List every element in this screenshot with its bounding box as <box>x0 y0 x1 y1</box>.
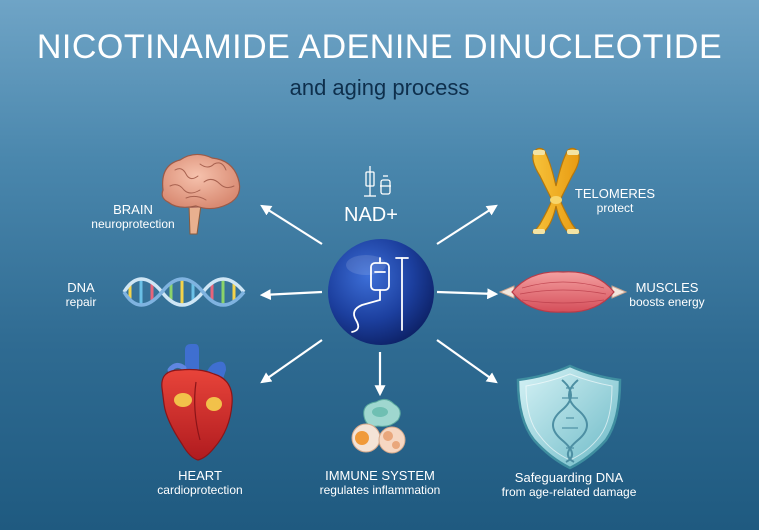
arrow-to-safeguard <box>436 339 498 384</box>
heart-label: HEART cardioprotection <box>145 468 255 498</box>
arrows <box>259 204 499 397</box>
immune-label: IMMUNE SYSTEM regulates inflammation <box>310 468 450 498</box>
immune-cells-icon <box>351 398 406 454</box>
muscle-icon <box>498 271 628 313</box>
heart-subtitle: cardioprotection <box>157 483 243 497</box>
dna-subtitle: repair <box>65 295 97 309</box>
dna-shield-icon <box>516 364 622 470</box>
iv-bag-icon <box>351 257 409 333</box>
arrow-to-dna <box>259 289 323 301</box>
muscles-subtitle: boosts energy <box>629 295 705 309</box>
arrow-to-heart <box>260 339 323 384</box>
brain-icon <box>161 153 241 235</box>
arrow-to-muscles <box>436 288 499 300</box>
telomeres-title: TELOMERES <box>574 186 656 201</box>
telomeres-subtitle: protect <box>596 201 634 215</box>
brain-subtitle: neuroprotection <box>91 217 175 231</box>
immune-title: IMMUNE SYSTEM <box>325 468 435 483</box>
heart-icon <box>161 344 233 461</box>
safeguard-title: Safeguarding DNA <box>514 470 624 485</box>
dna-label: DNA repair <box>48 280 114 310</box>
dna-helix-icon <box>122 277 246 307</box>
page-subtitle: and aging process <box>289 75 470 100</box>
safeguard-subtitle: from age-related damage <box>501 485 637 499</box>
page-title: NICOTINAMIDE ADENINE DINUCLEOTIDE <box>36 28 723 66</box>
chromosome-icon <box>532 147 580 235</box>
muscles-title: MUSCLES <box>635 280 699 295</box>
safeguard-label: Safeguarding DNA from age-related damage <box>484 470 654 500</box>
brain-title: BRAIN <box>113 202 153 217</box>
immune-subtitle: regulates inflammation <box>319 483 441 497</box>
dna-title: DNA <box>67 280 95 295</box>
arrow-to-brain <box>260 204 323 245</box>
telomeres-label: TELOMERES protect <box>570 186 660 216</box>
syringe-vial-icon <box>364 166 391 197</box>
nad-label: NAD+ <box>344 204 398 226</box>
brain-label: BRAIN neuroprotection <box>78 202 188 232</box>
muscles-label: MUSCLES boosts energy <box>612 280 722 310</box>
nad-sphere <box>328 239 434 345</box>
heart-title: HEART <box>178 468 222 483</box>
arrow-to-telomeres <box>436 204 498 245</box>
